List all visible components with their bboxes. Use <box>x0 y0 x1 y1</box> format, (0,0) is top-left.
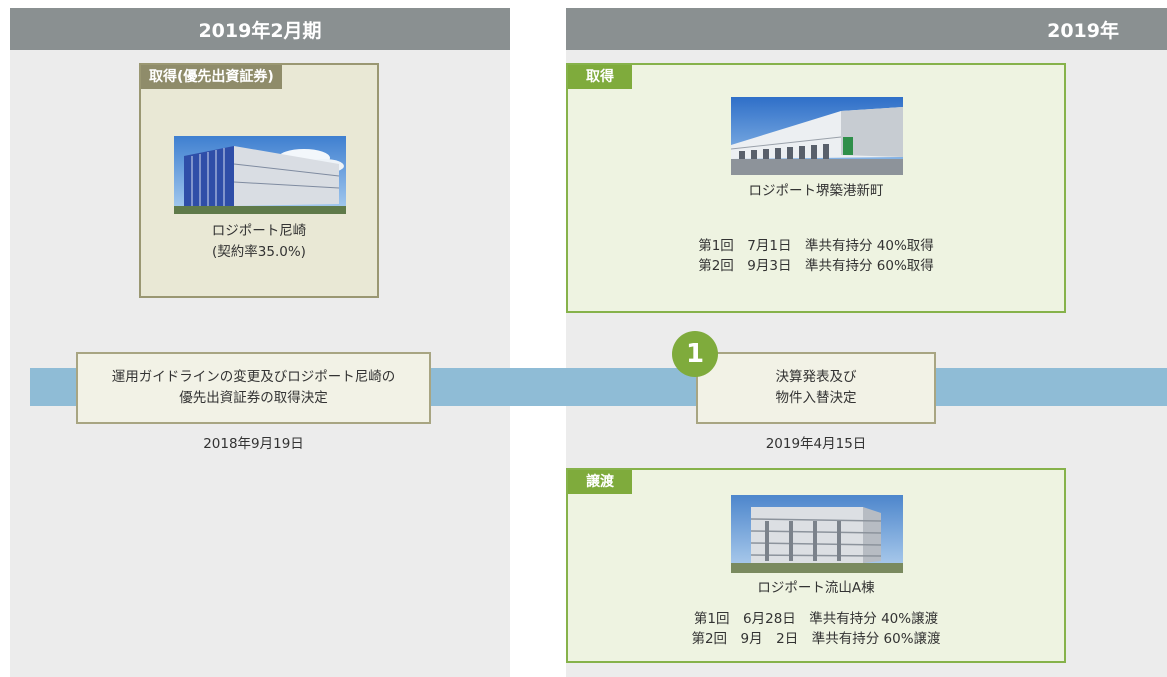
warehouse-photo-sakai <box>731 97 903 175</box>
acquisition-schedule-line-1: 第1回 7月1日 準共有持分 40%取得 <box>698 238 934 254</box>
period-header-right-label: 2019年 <box>1047 19 1119 42</box>
event-earnings-announcement-line-2: 物件入替決定 <box>775 390 857 406</box>
acquisition-property-name: ロジポート堺築港新町 <box>748 183 884 199</box>
event-earnings-announcement: 決算発表及び 物件入替決定 <box>696 352 936 424</box>
transfer-tag: 譲渡 <box>568 470 632 494</box>
event-earnings-announcement-date: 2019年4月15日 <box>765 436 867 452</box>
transfer-schedule-line-2: 第2回 9月 2日 準共有持分 60%譲渡 <box>691 631 941 647</box>
event-guideline-change-line-2: 優先出資証券の取得決定 <box>179 390 328 406</box>
acquisition-schedule-line-2: 第2回 9月3日 準共有持分 60%取得 <box>698 258 934 274</box>
acquisition-tag: 取得 <box>568 65 632 89</box>
period-header-right: 2019年 <box>566 8 1167 50</box>
preferred-acquisition-card: 取得(優先出資証券) ロジポート尼崎 (契約 <box>139 63 379 298</box>
transfer-schedule-line-1: 第1回 6月28日 準共有持分 40%譲渡 <box>693 611 939 627</box>
warehouse-photo-amagasaki <box>174 136 346 214</box>
period-header-left-label: 2019年2月期 <box>198 19 322 42</box>
period-header-left: 2019年2月期 <box>10 8 510 50</box>
preferred-contract-ratio: (契約率35.0%) <box>212 244 306 260</box>
acquisition-card: 取得 ロジポート堺築港新町 第1回 7月1日 準共有持分 <box>566 63 1066 313</box>
transfer-card: 譲渡 ロジポート流山A棟 第1回 6月28日 準共有持分 40%譲渡 第2回 9… <box>566 468 1066 663</box>
transfer-property-name: ロジポート流山A棟 <box>757 580 875 596</box>
event-earnings-announcement-line-1: 決算発表及び <box>775 369 857 385</box>
step-number-badge: 1 <box>672 331 718 377</box>
event-guideline-change-line-1: 運用ガイドラインの変更及びロジポート尼崎の <box>111 369 396 385</box>
event-guideline-change-date: 2018年9月19日 <box>203 436 304 452</box>
warehouse-photo-nagareyama <box>731 495 903 573</box>
preferred-property-name: ロジポート尼崎 <box>211 223 307 239</box>
preferred-acquisition-tag: 取得(優先出資証券) <box>141 65 282 89</box>
event-guideline-change: 運用ガイドラインの変更及びロジポート尼崎の 優先出資証券の取得決定 <box>76 352 431 424</box>
